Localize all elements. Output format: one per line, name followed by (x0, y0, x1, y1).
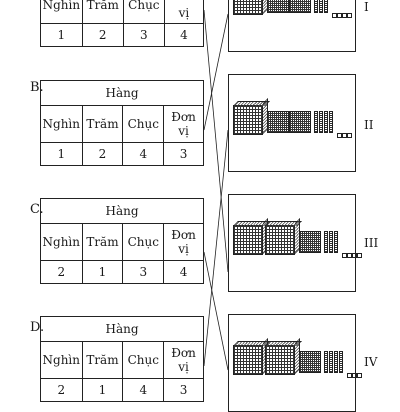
value-hundreds: 1 (81, 378, 124, 402)
hundred-flat-icon (299, 231, 321, 253)
header-thousands: Nghìn (40, 341, 83, 379)
header-units: Đơn vị (163, 341, 204, 379)
thousand-cube-icon (233, 105, 263, 135)
hundred-flat-icon (267, 111, 289, 133)
match-line-d-ii (203, 129, 229, 367)
header-tens: Chục (122, 0, 165, 24)
match-line-a-iii (203, 9, 229, 273)
place-value-table-c: Hàng Nghìn Trăm Chục Đơn vị 2 1 3 4 (40, 198, 204, 284)
value-hundreds: 2 (81, 142, 124, 166)
picture-label-3: III (364, 236, 379, 250)
header-units: Đơn vị (163, 105, 204, 143)
value-tens: 3 (122, 23, 165, 47)
unit-cube-icon (347, 133, 352, 138)
ten-rod-icon (329, 351, 333, 373)
header-thousands: Nghìn (40, 223, 83, 261)
ten-rod-icon (329, 231, 333, 253)
unit-cube-icon (337, 13, 342, 18)
thousand-cube-icon (265, 225, 295, 255)
thousand-cube-icon (233, 225, 263, 255)
unit-cube-icon (347, 13, 352, 18)
value-units: 3 (163, 142, 204, 166)
unit-cube-icon (347, 253, 352, 258)
thousand-cube-icon (265, 345, 295, 375)
picture-box-4 (228, 314, 362, 412)
header-hundreds: Trăm (81, 223, 124, 261)
ten-rod-icon (319, 0, 323, 13)
hundred-flat-icon (289, 111, 311, 133)
ten-rod-icon (324, 0, 328, 13)
picture-box-3 (228, 194, 362, 292)
header-thousands: Nghìn (40, 105, 83, 143)
value-hundreds: 2 (81, 23, 124, 47)
hundred-flat-icon (299, 351, 321, 373)
unit-cube-icon (342, 13, 347, 18)
value-hundreds: 1 (81, 260, 124, 284)
ten-rod-icon (339, 351, 343, 373)
value-tens: 4 (122, 142, 165, 166)
value-units: 3 (163, 378, 204, 402)
unit-cube-icon (337, 133, 342, 138)
header-hundreds: Trăm (81, 105, 124, 143)
header-thousands: Nghìn (40, 0, 83, 24)
hundred-flat-icon (289, 0, 311, 13)
value-units: 4 (163, 23, 205, 47)
thousand-cube-icon (233, 0, 263, 15)
thousand-cube-icon (233, 345, 263, 375)
header-tens: Chục (122, 223, 165, 261)
ten-rod-icon (324, 231, 328, 253)
value-units: 4 (163, 260, 204, 284)
ten-rod-icon (314, 111, 318, 133)
picture-label-2: II (364, 118, 374, 132)
unit-cube-icon (332, 13, 337, 18)
unit-cube-icon (347, 373, 352, 378)
ten-rod-icon (334, 351, 338, 373)
column-group-label: Hàng (40, 198, 204, 224)
place-value-table-b: Hàng Nghìn Trăm Chục Đơn vị 1 2 4 3 (40, 80, 204, 166)
match-line-c-iv (203, 251, 229, 371)
unit-cube-icon (342, 133, 347, 138)
ten-rod-icon (314, 0, 318, 13)
ten-rod-icon (324, 351, 328, 373)
unit-cube-icon (342, 253, 347, 258)
match-line-b-i (203, 13, 229, 131)
ten-rod-icon (334, 231, 338, 253)
unit-cube-icon (352, 253, 357, 258)
header-units: Đơn vị (163, 223, 204, 261)
place-value-table-a: Nghìn Trăm Chục vị 1 2 3 4 (40, 0, 205, 47)
matching-lines (203, 9, 229, 371)
picture-label-1: I (364, 0, 369, 14)
unit-cube-icon (357, 253, 362, 258)
place-value-table-d: Hàng Nghìn Trăm Chục Đơn vị 2 1 4 3 (40, 316, 204, 402)
unit-cube-icon (357, 373, 362, 378)
picture-label-4: IV (364, 355, 378, 369)
unit-cube-icon (352, 373, 357, 378)
header-hundreds: Trăm (81, 341, 124, 379)
ten-rod-icon (319, 111, 323, 133)
column-group-label: Hàng (40, 80, 204, 106)
column-group-label: Hàng (40, 316, 204, 342)
picture-box-2 (228, 74, 356, 172)
picture-box-1 (228, 0, 356, 52)
ten-rod-icon (329, 111, 333, 133)
hundred-flat-icon (267, 0, 289, 13)
ten-rod-icon (324, 111, 328, 133)
